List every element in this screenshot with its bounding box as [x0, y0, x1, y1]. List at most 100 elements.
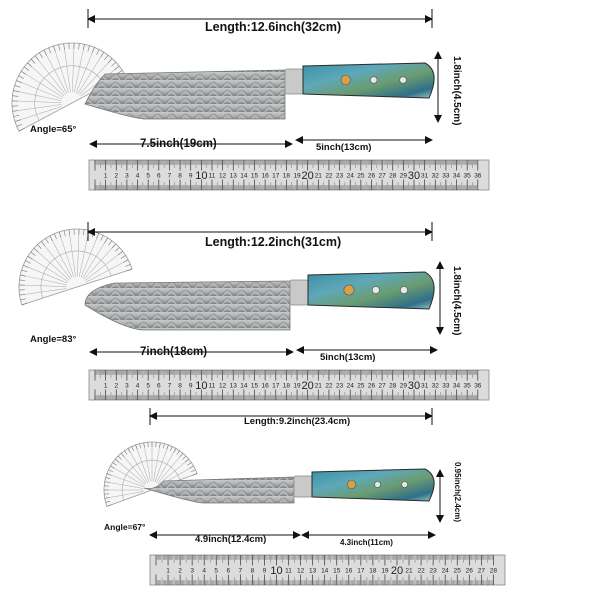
knife1-ruler-number: 19: [293, 173, 301, 180]
knife2-protractor-scale-tick: [124, 264, 131, 267]
knife1-ruler-number: 17: [272, 173, 280, 180]
knife2-protractor-scale-tick: [111, 243, 117, 249]
knife1-ruler-number: 6: [157, 173, 161, 180]
knife3-ruler-number: 9: [263, 568, 267, 575]
knife3-protractor-ray: [106, 473, 144, 488]
knife1-protractor-scale-tick: [68, 43, 70, 50]
knife2-protractor-ray: [49, 235, 73, 278]
knife2-ruler-number: 21: [315, 383, 323, 390]
knife3-ruler-number: 23: [430, 568, 438, 575]
knife2-protractor-scale-tick: [83, 229, 85, 236]
knife1: [84, 62, 435, 120]
knife1-protractor-scale-tick: [82, 44, 85, 51]
knife3-handle: [311, 468, 435, 502]
knife3-protractor-ray: [127, 448, 148, 483]
knife2-ruler-number: 5: [146, 383, 150, 390]
knife1-blade: [84, 69, 286, 120]
knife2-ruler-number: 30: [408, 380, 420, 392]
knife2-protractor-scale-tick: [63, 230, 66, 237]
knife3-protractor-ray: [115, 458, 146, 485]
knife1-ruler-number: 24: [347, 173, 355, 180]
knife1-protractor-scale-tick: [23, 66, 30, 71]
knife3-rivet: [374, 481, 381, 488]
knife1-ruler-number: 1: [104, 173, 108, 180]
knife2-ruler-number: 10: [195, 380, 207, 392]
knife1-ruler-number: 20: [302, 170, 314, 182]
knife2-ruler-number: 6: [157, 383, 161, 390]
knife1-ruler-number: 2: [114, 173, 118, 180]
knife1-protractor: [11, 42, 126, 132]
knife3-ruler-number: 8: [251, 568, 255, 575]
knife3-blade-label: 4.9inch(12.4cm): [195, 534, 267, 545]
knife2-ruler-number: 18: [283, 383, 291, 390]
knife3-protractor-ray: [104, 481, 144, 489]
knife3-protractor-scale-tick: [127, 448, 131, 453]
knife2-ruler-number: 15: [251, 383, 259, 390]
knife1-protractor-scale-tick: [20, 70, 27, 75]
knife3-protractor-scale-tick: [110, 465, 115, 469]
knife1-protractor-scale-tick: [16, 80, 23, 84]
knife3-protractor-scale-tick: [139, 443, 142, 449]
knife3-protractor-ray: [154, 444, 169, 482]
knife2-protractor-scale-tick: [73, 229, 75, 235]
knife3-protractor-scale-tick: [173, 448, 177, 453]
knife1-ruler-number: 10: [195, 170, 207, 182]
knife1-ruler-number: 7: [168, 173, 172, 180]
knife2-ruler-number: 24: [347, 383, 355, 390]
knife3-ruler-number: 22: [417, 568, 425, 575]
knife1-ruler-number: 18: [283, 173, 291, 180]
knife1-protractor-ray: [74, 44, 85, 93]
knife2-protractor: [18, 228, 133, 306]
knife1-protractor-ray: [79, 58, 113, 96]
knife1-ruler-number: 22: [325, 173, 333, 180]
knife2-handle: [307, 271, 435, 310]
knife1-protractor-scale-tick: [12, 110, 19, 112]
knife2-ruler-number: 28: [389, 383, 397, 390]
knife2-ruler-number: 2: [114, 383, 118, 390]
knife1-ruler-number: 36: [474, 173, 482, 180]
knife3-protractor-scale-tick: [166, 444, 169, 450]
knife3-ruler-number: 5: [214, 568, 218, 575]
knife2-ruler-number: 27: [378, 383, 386, 390]
knife2-protractor-scale-tick: [19, 293, 26, 296]
knife2-ruler-number: 29: [400, 383, 408, 390]
knife2-protractor-scale-tick: [78, 229, 80, 235]
knife1-protractor-ray: [20, 70, 63, 98]
knife3: [143, 468, 435, 504]
knife2: [84, 271, 435, 331]
knife1-protractor-scale-tick: [14, 85, 21, 88]
knife2-protractor-scale-tick: [20, 298, 27, 301]
knife3-protractor-scale-tick: [176, 450, 180, 455]
knife2-protractor-scale-tick: [122, 259, 129, 263]
knife2-ruler-number: 33: [442, 383, 450, 390]
knife1-protractor-ray: [12, 100, 62, 103]
knife2-protractor-scale-tick: [120, 255, 126, 259]
knife1-ruler-number: 23: [336, 173, 344, 180]
knife3-protractor-scale-tick: [189, 465, 194, 469]
knife2-protractor-ray: [20, 274, 67, 286]
knife2-length-label: Length:12.2inch(31cm): [205, 235, 342, 249]
knife2-ruler-number: 8: [178, 383, 182, 390]
knife1-ruler-number: 3: [125, 173, 129, 180]
knife3-protractor-scale-tick: [104, 493, 109, 495]
knife2-ruler-number: 31: [421, 383, 429, 390]
knife3-protractor-scale-tick: [135, 444, 138, 450]
knife1-ruler-number: 30: [408, 170, 420, 182]
knife3-protractor-scale-tick: [187, 462, 192, 466]
knife3-ruler-number: 15: [333, 568, 341, 575]
knife3-protractor-scale-tick: [117, 455, 122, 460]
knife1-protractor-scale-tick: [12, 105, 19, 107]
knife3-ruler-number: 28: [490, 568, 498, 575]
knife1-protractor-scale-tick: [53, 45, 56, 52]
knife1-protractor-scale-tick: [12, 100, 19, 102]
knife1-protractor-scale-tick: [100, 51, 105, 58]
knife2-ruler-number: 11: [209, 383, 216, 390]
knife1-ruler-number: 28: [389, 173, 397, 180]
knife1-protractor-scale-tick: [16, 123, 23, 127]
knife3-ruler-number: 21: [405, 568, 413, 575]
knife3-protractor-scale-tick: [192, 473, 198, 476]
knife2-ruler-body: [88, 369, 490, 401]
